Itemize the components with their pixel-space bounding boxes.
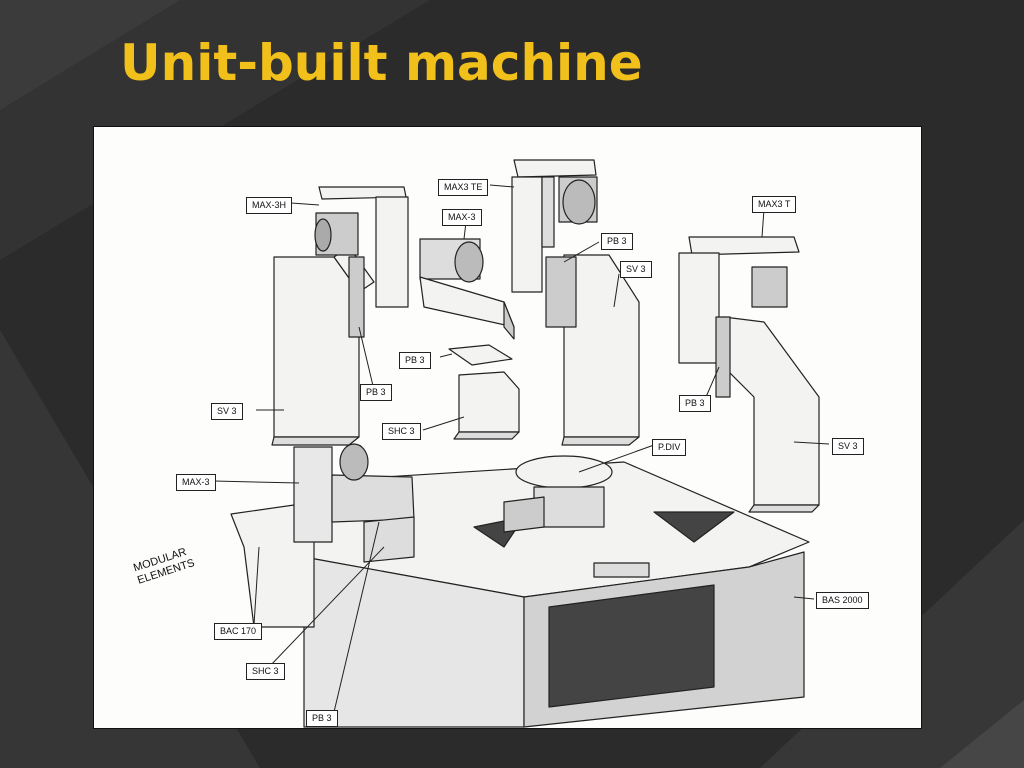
callout-max3-lower: MAX-3 — [176, 474, 216, 491]
slide-title: Unit-built machine — [120, 34, 643, 92]
bas2000-base — [303, 461, 810, 728]
pdiv-rotary-table — [503, 455, 613, 533]
machine-illustration: MAX-3H MAX3 TE MAX-3 PB 3 SV 3 MAX3 T PB… — [93, 126, 922, 729]
callout-sv3-left: SV 3 — [211, 403, 243, 420]
callout-max3-top: MAX-3 — [442, 209, 482, 226]
callout-sv3-right: SV 3 — [832, 438, 864, 455]
machine-line-drawing — [213, 159, 830, 728]
callout-shc3-bottom: SHC 3 — [246, 663, 285, 680]
max3-head-lower — [293, 443, 415, 543]
callout-bac170: BAC 170 — [214, 623, 263, 640]
shc3-bracket-center — [453, 371, 520, 440]
callout-max3te: MAX3 TE — [438, 179, 489, 196]
callout-pdiv: P.DIV — [652, 439, 687, 456]
callout-pb3-right: PB 3 — [679, 395, 711, 412]
max3h-head — [314, 186, 409, 308]
callout-max3h: MAX-3H — [246, 197, 293, 214]
callout-max3t: MAX3 T — [752, 196, 797, 213]
callout-bas2000: BAS 2000 — [816, 592, 869, 609]
sv3-column-right — [715, 316, 820, 513]
callout-sv3-center: SV 3 — [620, 261, 652, 278]
sv3-column-left — [271, 246, 375, 446]
callout-shc3-center: SHC 3 — [382, 423, 421, 440]
leader-lines — [213, 184, 830, 713]
callout-pb3-small: PB 3 — [399, 352, 431, 369]
max3-head — [419, 238, 515, 340]
max3te-head — [511, 159, 598, 293]
callout-pb3-left: PB 3 — [360, 384, 392, 401]
shc3-bracket-bottom — [363, 516, 415, 563]
sv3-column-center — [545, 254, 640, 446]
callout-pb3-center: PB 3 — [601, 233, 633, 250]
max3t-head — [678, 236, 800, 364]
pb3-plate-small — [448, 344, 513, 366]
callout-pb3-bottom: PB 3 — [306, 710, 338, 727]
